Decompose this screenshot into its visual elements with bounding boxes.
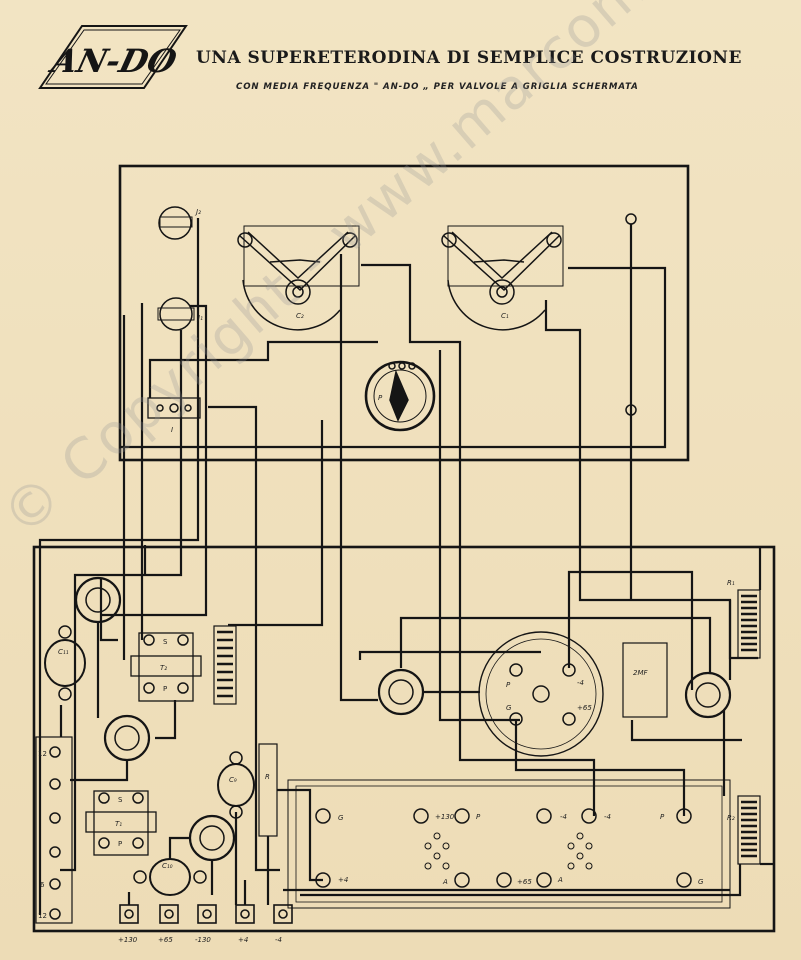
capacitor-c11 xyxy=(44,625,86,701)
strip-terminal-65 xyxy=(496,872,512,888)
strip-terminal-g2 xyxy=(676,872,692,888)
capacitor-c9 xyxy=(217,751,255,819)
label-strip-p1: P xyxy=(476,813,481,821)
label-can-g: G xyxy=(506,704,512,712)
terminal-label-130: +130 xyxy=(118,936,138,944)
label-side-12b: 12 xyxy=(38,912,47,920)
tube-socket-2 xyxy=(103,714,151,762)
label-strip-m4a: -4 xyxy=(560,813,567,821)
label-can-p: P xyxy=(506,681,511,689)
label-2mf: 2MF xyxy=(633,669,648,677)
label-r1: R₁ xyxy=(727,579,735,587)
label-i: I xyxy=(171,426,173,434)
label-c11: C₁₁ xyxy=(58,648,69,656)
tube-socket-3 xyxy=(188,814,236,862)
label-r: R xyxy=(265,773,270,781)
label-t2-s: S xyxy=(163,638,168,646)
an-do-logo: AN-DO xyxy=(38,25,188,89)
terminal-label-m130: -130 xyxy=(195,936,211,944)
label-p: P xyxy=(378,394,383,402)
terminal-strip-board xyxy=(287,779,731,909)
label-strip-p2: P xyxy=(660,813,665,821)
resistor-vertical xyxy=(213,625,237,705)
switch-i xyxy=(147,397,201,419)
capacitor-2mf xyxy=(622,642,668,718)
label-r2: R₂ xyxy=(727,814,735,822)
label-t2-p: P xyxy=(163,685,167,693)
label-strip-m4b: -4 xyxy=(604,813,611,821)
label-can-65: +65 xyxy=(577,704,592,712)
label-t1-p: P xyxy=(118,840,122,848)
component-labels: J₂ J₁ C₂ C₁ P I R₁ R₂ C₁₁ C₉ C₁₀ R T₂ T₁… xyxy=(38,208,735,944)
page-subtitle: CON MEDIA FREQUENZA " AN-DO „ PER VALVOL… xyxy=(236,82,639,92)
battery-terminal-row xyxy=(119,904,293,924)
label-j1: J₁ xyxy=(196,314,203,322)
resistor-r1 xyxy=(737,589,761,659)
transformer-t1 xyxy=(85,790,157,856)
strip-terminal-a1 xyxy=(454,872,470,888)
terminal-label-65: +65 xyxy=(158,936,173,944)
resistor-windings xyxy=(217,594,757,858)
resistor-r xyxy=(258,743,278,837)
variable-capacitor-c1 xyxy=(441,225,564,331)
label-side-12a: 12 xyxy=(38,750,47,758)
label-strip-65: +65 xyxy=(517,878,532,886)
terminal-label-4: +4 xyxy=(238,936,248,944)
label-strip-g2: G xyxy=(698,878,704,886)
strip-terminal-130 xyxy=(413,808,429,824)
panel-terminal-top xyxy=(625,213,637,225)
strip-terminal-m4b xyxy=(581,808,597,824)
label-c1: C₁ xyxy=(501,312,509,320)
strip-terminal-p1 xyxy=(454,808,470,824)
label-strip-130: +130 xyxy=(435,813,455,821)
label-strip-g1: G xyxy=(338,814,344,822)
label-can-m4: -4 xyxy=(577,679,584,687)
label-t1: T₁ xyxy=(115,820,122,828)
resistor-r2 xyxy=(737,795,761,865)
tube-socket-4 xyxy=(377,668,425,716)
strip-terminal-a2 xyxy=(536,872,552,888)
transformer-t2 xyxy=(130,632,202,702)
variable-capacitor-c2 xyxy=(237,225,360,331)
jack-j2 xyxy=(158,206,193,240)
intermediate-frequency-transformer xyxy=(478,631,604,757)
label-j2: J₂ xyxy=(194,208,201,216)
label-strip-a2: A xyxy=(557,876,563,884)
page-title: UNA SUPERETERODINA DI SEMPLICE COSTRUZIO… xyxy=(196,48,742,68)
terminal-label-m4: -4 xyxy=(275,936,282,944)
label-c10: C₁₀ xyxy=(162,862,173,870)
label-strip-a1: A xyxy=(442,878,448,886)
tube-socket-5 xyxy=(684,671,732,719)
label-t2: T₂ xyxy=(160,664,167,672)
wiring-traces xyxy=(38,218,774,915)
front-panel-outline xyxy=(118,164,690,462)
side-terminal-board xyxy=(35,736,73,924)
strip-terminal-g1 xyxy=(315,808,331,824)
label-side-6: 6 xyxy=(40,881,45,889)
label-c2: C₂ xyxy=(296,312,304,320)
logo-lettering: AN-DO xyxy=(45,41,181,79)
chassis-outline xyxy=(32,545,776,933)
jack-j1 xyxy=(157,297,195,331)
label-t1-s: S xyxy=(118,796,123,804)
label-strip-p4: +4 xyxy=(338,876,348,884)
potentiometer-p xyxy=(364,360,436,432)
strip-terminal-m4a xyxy=(536,808,552,824)
label-c9: C₉ xyxy=(229,776,237,784)
